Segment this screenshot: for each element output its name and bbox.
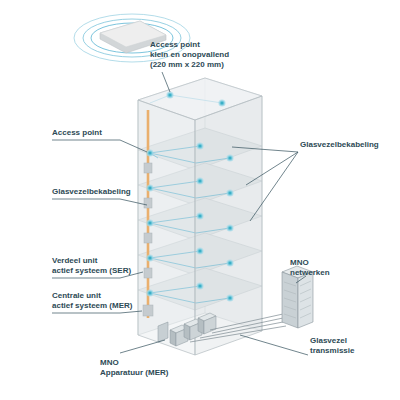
callout-label: MNO Apparatuur (MER)	[100, 358, 180, 378]
line-spacer	[107, 256, 142, 266]
label-text: Verdeel unit actief systeem (SER)	[52, 256, 131, 275]
callout-label: MNO netwerken	[290, 258, 350, 278]
label-text: MNO netwerken	[290, 258, 330, 277]
label-text: MNO Apparatuur (MER)	[100, 358, 168, 377]
label-text: Access point	[52, 128, 102, 137]
callout-label: Glasvezel transmissie	[310, 336, 370, 356]
callout-label: Glasvezelbekabeling	[52, 187, 131, 197]
line-spacer	[125, 358, 180, 368]
label-text: Glasvezel transmissie	[310, 336, 354, 355]
callout-label: Access point	[52, 128, 102, 138]
callout-label: Access point klein en onopvallend (220 m…	[150, 40, 240, 70]
label-text: Glasvezelbekabeling	[52, 187, 131, 196]
callout-label: Glasvezelbekabeling	[300, 140, 379, 150]
label-text: Centrale unit actief systeem (MER)	[52, 291, 132, 310]
line-spacer	[112, 291, 142, 301]
label-text: Access point klein en onopvallend (220 m…	[150, 40, 229, 69]
line-spacer	[205, 40, 240, 50]
mno-equipment	[158, 313, 216, 346]
fibre-transmission	[190, 314, 286, 342]
line-spacer	[355, 336, 370, 346]
label-text: Glasvezelbekabeling	[300, 140, 379, 149]
callout-label: Centrale unit actief systeem (MER)	[52, 291, 142, 311]
building	[138, 78, 262, 355]
leader-lines	[52, 72, 308, 355]
callout-label: Verdeel unit actief systeem (SER)	[52, 256, 142, 276]
line-spacer	[315, 258, 350, 268]
